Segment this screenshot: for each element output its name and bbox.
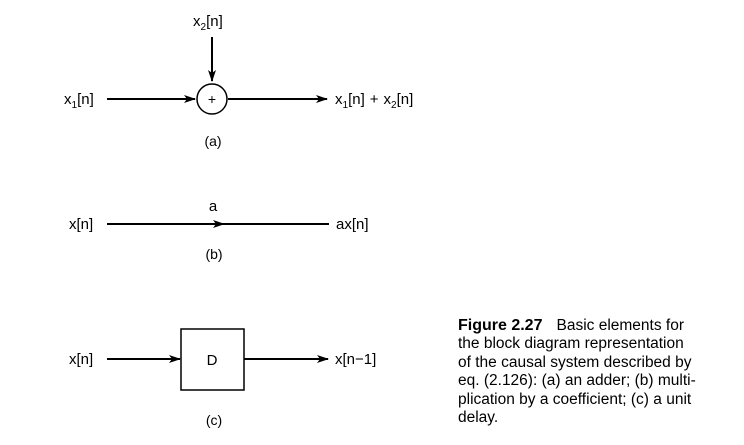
- delay-diagram: x[n] D x[n−1] (c): [69, 328, 376, 428]
- caption-line-5: plication by a coefficient; (c) a unit: [458, 390, 692, 408]
- multiplier-input-label: x[n]: [69, 216, 93, 233]
- delay-output-label: x[n−1]: [335, 351, 376, 368]
- figure-label: Figure 2.27: [458, 317, 543, 334]
- multiplier-sublabel: (b): [205, 246, 222, 262]
- caption-line-1: Figure 2.27 Basic elements for: [458, 317, 738, 335]
- adder-circle: [196, 83, 228, 115]
- multiplier-coefficient-label: a: [209, 198, 218, 215]
- adder-output-label: x1[n]+x2[n]: [335, 91, 413, 111]
- multiplier-output-label: ax[n]: [336, 216, 369, 233]
- delay-block-symbol: D: [207, 352, 218, 369]
- caption-line-3: of the causal system described by: [458, 353, 692, 371]
- adder-plus-symbol: +: [208, 91, 216, 107]
- caption-line-6: delay.: [458, 409, 499, 427]
- delay-input-label: x[n]: [69, 351, 93, 368]
- adder-sublabel: (a): [204, 133, 221, 149]
- adder-diagram: x2[n] x1[n] + x1[n]+x2[n] (a): [64, 13, 413, 149]
- multiplier-diagram: a x[n] ax[n] (b): [69, 198, 369, 262]
- caption-line-2: the block diagram representation: [458, 335, 684, 353]
- delay-sublabel: (c): [206, 412, 222, 428]
- caption-line-4: eq. (2.126): (a) an adder; (b) multi-: [458, 372, 696, 390]
- adder-input1-label: x1[n]: [64, 91, 94, 111]
- delay-block: [180, 328, 245, 391]
- adder-input2-label: x2[n]: [193, 13, 223, 33]
- caption-text-1: Basic elements for: [556, 317, 684, 334]
- figure-caption: Figure 2.27 Basic elements for the block …: [458, 317, 738, 427]
